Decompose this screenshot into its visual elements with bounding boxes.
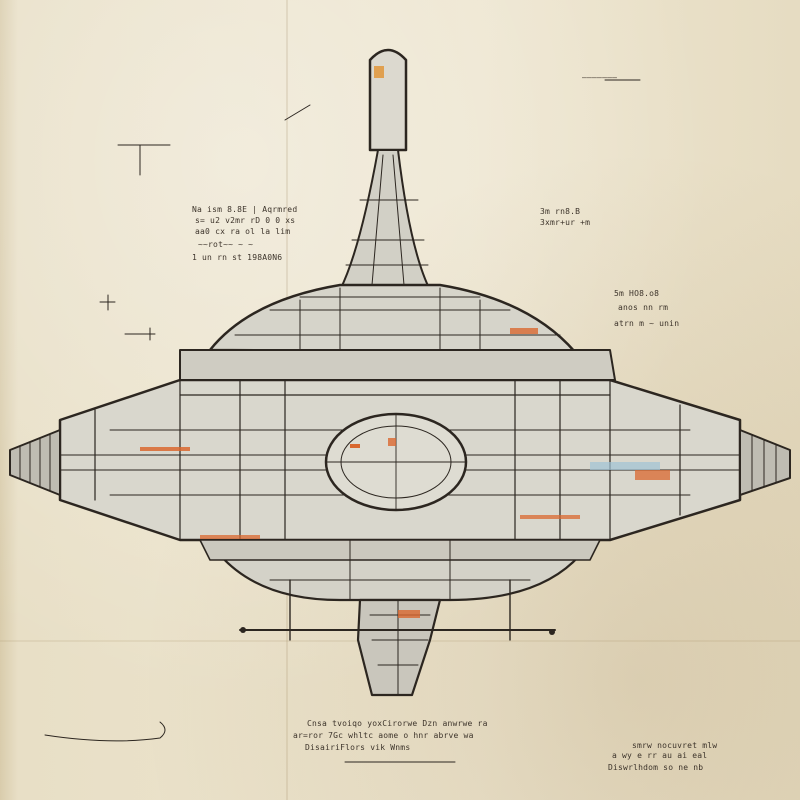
right-mid-note-line-2: anos nn rm bbox=[618, 303, 669, 312]
bottom-center-line-3: DisairiFlors vik Wnms bbox=[305, 743, 411, 752]
bottom-center-line-1: Cnsa tvoiqo yoxCirorwe Dzn anwrwe ra bbox=[307, 719, 488, 728]
left-note-line-5: 1 un rn st 198A0N6 bbox=[192, 253, 283, 262]
right-mid-note-line-1: 5m HO8.o8 bbox=[614, 289, 660, 298]
left-note-line-4: ~~rot~~ ~ ~ bbox=[198, 240, 254, 249]
lower-hull bbox=[199, 539, 601, 697]
left-note-line-2: s= u2 v2mr rD 0 0 xs bbox=[195, 216, 296, 225]
top-right-note: ——————— bbox=[582, 73, 618, 82]
right-mid-note-line-3: atrn m ~ unin bbox=[614, 319, 680, 328]
central-disc bbox=[324, 412, 468, 512]
left-note-line-1: Na ism 8.8E | Aqrmred bbox=[192, 205, 298, 214]
bottom-right-line-1: smrw nocuvret mlw bbox=[632, 741, 718, 750]
paper-marks bbox=[44, 79, 641, 763]
bottom-right-line-3: Diswrlhdom so ne nb bbox=[608, 763, 704, 772]
left-note-line-3: aa0 cx ra ol la lim bbox=[195, 227, 291, 236]
right-note-line-2: 3xmr+ur +m bbox=[540, 218, 591, 227]
stabilizer-bar bbox=[239, 579, 556, 641]
left-engine bbox=[9, 429, 61, 496]
right-engine bbox=[739, 429, 791, 496]
bottom-center-line-2: ar=ror 7Gc whltc aome o hnr abrve wa bbox=[293, 731, 474, 740]
upper-dome bbox=[208, 283, 577, 354]
right-note-line-1: 3m rn8.B bbox=[540, 207, 581, 216]
bottom-right-line-2: a wy e rr au ai eal bbox=[612, 751, 708, 760]
top-spire bbox=[339, 48, 431, 291]
